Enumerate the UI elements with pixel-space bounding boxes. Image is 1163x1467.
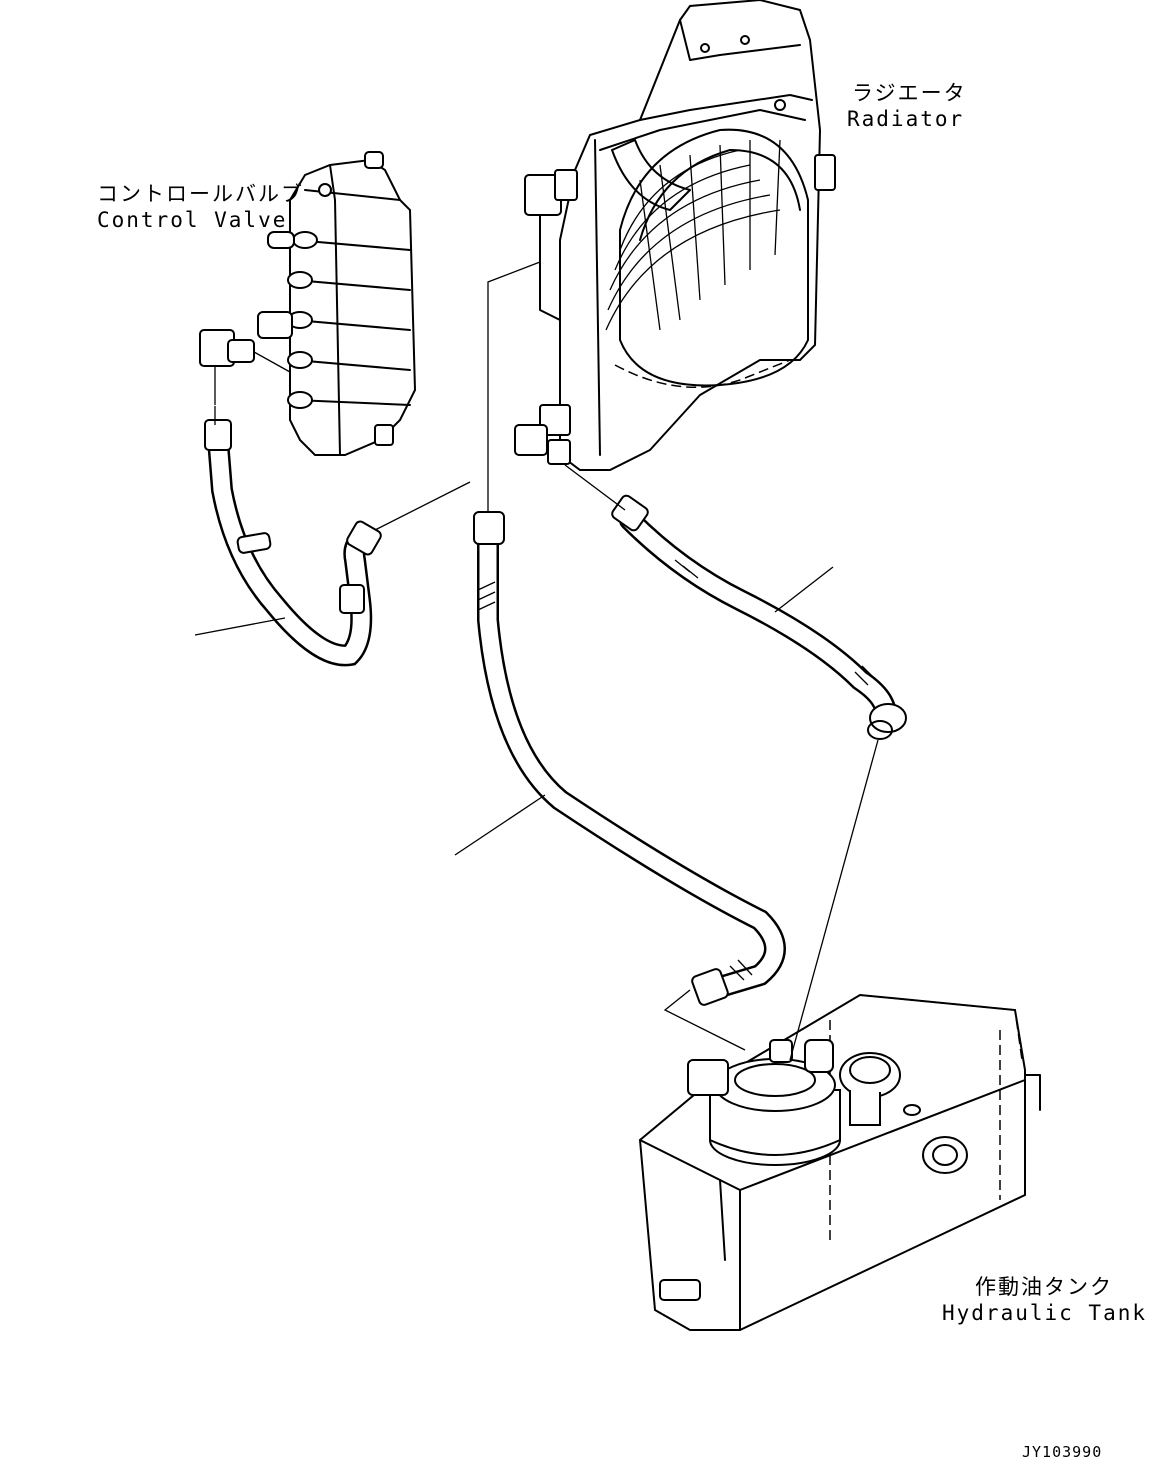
hydraulic-tank-label-ja: 作動油タンク	[975, 1275, 1113, 1299]
drawing-code: JY103990	[1022, 1443, 1103, 1461]
hose-control-valve	[204, 419, 382, 667]
control-valve	[199, 151, 417, 456]
control-valve-label-en: Control Valve	[97, 208, 288, 232]
hose-radiator-to-tank	[473, 511, 786, 1006]
radiator-label-ja: ラジエータ	[852, 81, 967, 105]
radiator-label-en: Radiator	[847, 107, 965, 131]
hydraulic-tank	[638, 993, 1041, 1331]
leader-lines	[194, 261, 879, 1061]
radiator	[514, 0, 836, 471]
hydraulic-tank-label-en: Hydraulic Tank	[942, 1301, 1148, 1325]
control-valve-label-ja: コントロールバルブ	[97, 182, 304, 206]
hose-radiator-return	[611, 494, 907, 740]
